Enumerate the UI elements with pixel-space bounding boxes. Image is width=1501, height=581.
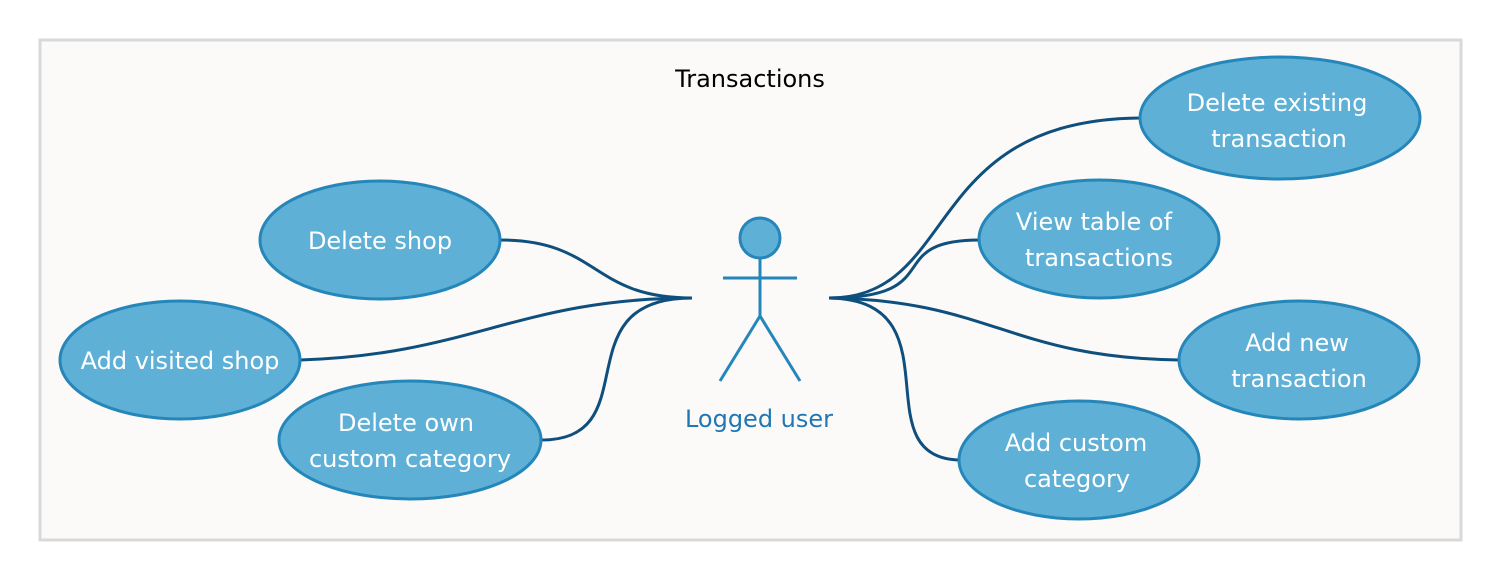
actor-logged-user[interactable] [718,216,802,382]
use-case-ellipse [957,399,1201,521]
use-case-label: Add visited shop [81,347,280,375]
actor-head [738,216,782,260]
use-case-add-visited-shop[interactable]: Add visited shop [58,299,302,421]
use-case-ellipse [258,179,502,301]
actor-label: Logged user [685,405,833,433]
use-case-label-line-1: View table of [1016,208,1173,236]
connector-add-visited-shop [299,296,693,362]
use-case-view-table-of-transactions[interactable]: View table of transactions [977,178,1221,300]
use-case-delete-existing-transaction[interactable]: Delete existing transaction [1138,55,1422,181]
use-case-label: Delete shop [308,227,452,255]
use-case-label-line-2: category [1024,465,1130,493]
connector-view-table-of-transactions [828,238,981,300]
use-case-label-line-2: transactions [1025,244,1173,272]
connector-delete-shop [499,238,693,300]
use-case-ellipse [277,379,543,501]
use-case-add-custom-category[interactable]: Add custom category [957,399,1201,521]
use-case-label-line-1: Delete own [338,409,474,437]
use-case-delete-own-custom-category[interactable]: Delete own custom category [277,379,543,501]
use-case-delete-shop[interactable]: Delete shop [258,179,502,301]
use-case-ellipse [1138,55,1422,181]
actor-right-leg [758,315,802,382]
use-case-label-line-1: Delete existing [1187,89,1368,117]
connectors [299,116,1181,462]
use-case-ellipse [977,178,1221,300]
connector-delete-own-custom-category [540,296,693,442]
use-case-ellipse [58,299,302,421]
use-case-label-line-2: transaction [1211,125,1347,153]
connector-delete-existing-transaction [828,116,1141,300]
use-case-label-line-1: Add custom [1005,429,1147,457]
connector-add-custom-category [828,296,961,462]
use-case-label-line-1: Add new [1245,329,1349,357]
use-case-label-line-2: custom category [309,445,511,473]
actor-left-leg [718,315,762,382]
use-case-label-line-2: transaction [1231,365,1367,393]
use-case-ellipse [1177,299,1421,421]
connector-add-new-transaction [828,296,1181,362]
use-case-add-new-transaction[interactable]: Add new transaction [1177,299,1421,421]
system-title: Transactions [674,65,825,93]
